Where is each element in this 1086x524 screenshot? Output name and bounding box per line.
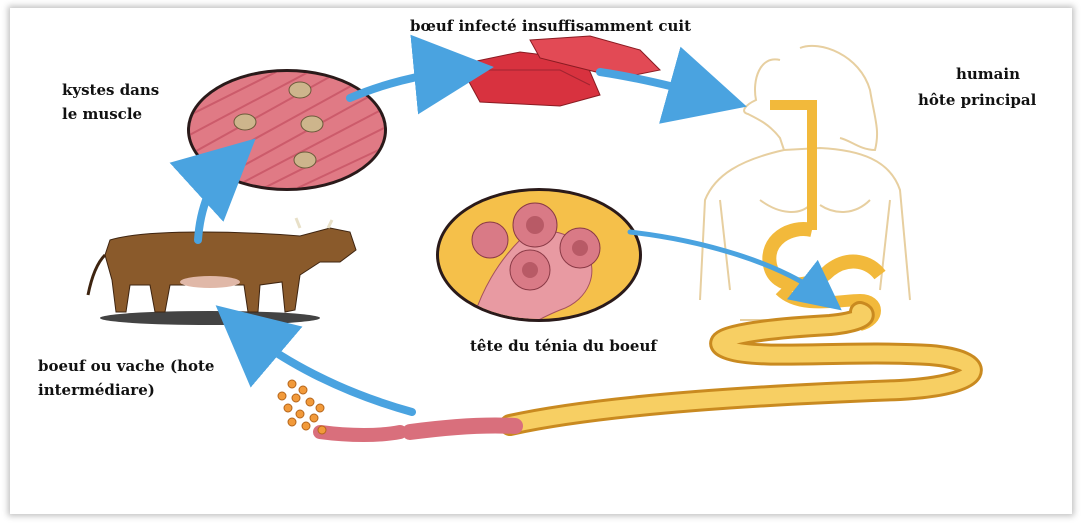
tapeworm — [320, 312, 972, 435]
label-host-line1: boeuf ou vache (hote — [38, 356, 214, 376]
label-host-line2: intermédiare) — [38, 380, 155, 400]
label-beef-undercooked: bœuf infecté insuffisamment cuit — [410, 16, 691, 36]
arrow-meat-to-human — [600, 72, 716, 98]
arrow-muscle-to-meat — [350, 70, 462, 98]
raw-meat — [468, 36, 660, 106]
label-cysts-line2: le muscle — [62, 104, 142, 124]
label-scolex: tête du ténia du boeuf — [470, 336, 657, 356]
scolex-circle — [436, 188, 642, 340]
label-cysts-line1: kystes dans — [62, 80, 159, 100]
arrow-eggs-to-cow — [240, 326, 412, 412]
label-human-line2: hôte principal — [918, 90, 1036, 110]
digestive-tract-icon — [769, 105, 880, 325]
label-human-line1: humain — [956, 64, 1020, 84]
cow — [88, 218, 356, 325]
